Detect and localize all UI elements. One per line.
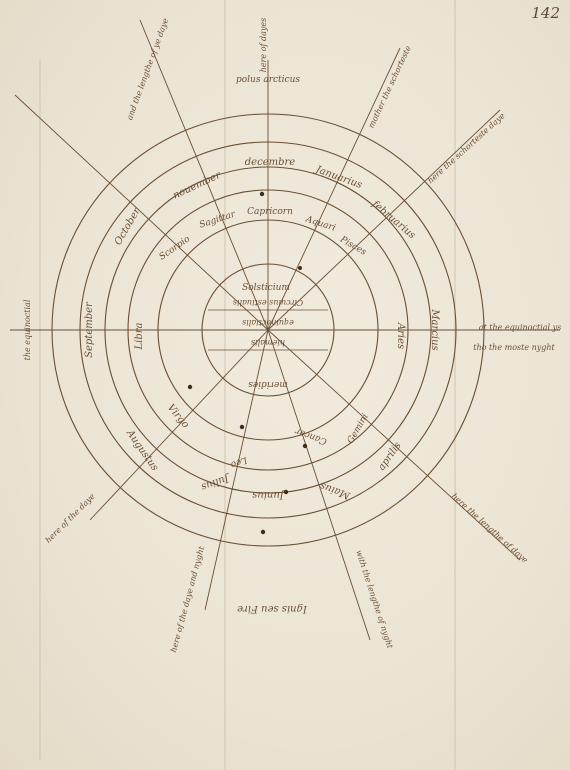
month-label: Januarius: [312, 164, 363, 192]
rim-note: and the lengthe of ye daye: [125, 17, 170, 122]
dots: [187, 191, 308, 535]
month-label: Augustus: [123, 427, 160, 473]
month-label: October: [113, 205, 144, 247]
rim-note: here of the daye and nyght: [169, 545, 206, 654]
folio-number: 142: [531, 4, 560, 22]
inner-rows: [204, 309, 332, 351]
month-label: September: [84, 301, 95, 358]
rim-note: here the lengthe of daye: [450, 492, 530, 565]
month-label: Marcius: [429, 308, 440, 350]
inner-label: hiemalis: [251, 338, 285, 347]
rim-note: tho the moste nyght: [473, 343, 555, 352]
month-label: nouember: [171, 169, 223, 201]
rim-note: the equinoctial: [23, 299, 32, 360]
inner-label: Circulus estiualis: [233, 298, 303, 307]
sign-label: Aries: [395, 322, 406, 349]
sign-label: Sagittar: [198, 209, 237, 230]
page-ruling: [39, 0, 456, 770]
radial-spokes: [10, 19, 560, 641]
rim-note: here of the daye: [44, 491, 97, 544]
month-label: Junius: [252, 489, 286, 500]
month-label: februarius: [369, 198, 417, 241]
month-label: Maius: [319, 480, 353, 501]
inner-label: equinoctialis: [242, 318, 294, 327]
sign-label: Leo: [229, 454, 250, 470]
rim-note: here of dayes: [259, 18, 268, 73]
bottom-label: Ignis seu Fire: [237, 603, 308, 614]
sign-label: Aquari: [304, 214, 337, 233]
month-label: decembre: [245, 157, 296, 168]
month-label: aprilis: [376, 440, 403, 472]
inner-label: meridies: [248, 379, 288, 389]
rim-note: here the schorteste daye: [426, 111, 507, 185]
inner-label: Solsticium: [242, 283, 290, 293]
sign-label: Libra: [134, 322, 145, 350]
sign-label: Cancer: [294, 425, 329, 446]
top-label: polus arcticus: [236, 75, 300, 85]
sign-label: Capricorn: [247, 207, 293, 217]
rim-note: at the equinoctial ys: [479, 323, 561, 332]
month-label: Julius: [200, 472, 232, 493]
sign-label: Pisces: [337, 234, 368, 258]
rim-note: with the lengthe of nyght: [354, 549, 395, 650]
rim-note: mother the schorteste: [367, 44, 413, 130]
